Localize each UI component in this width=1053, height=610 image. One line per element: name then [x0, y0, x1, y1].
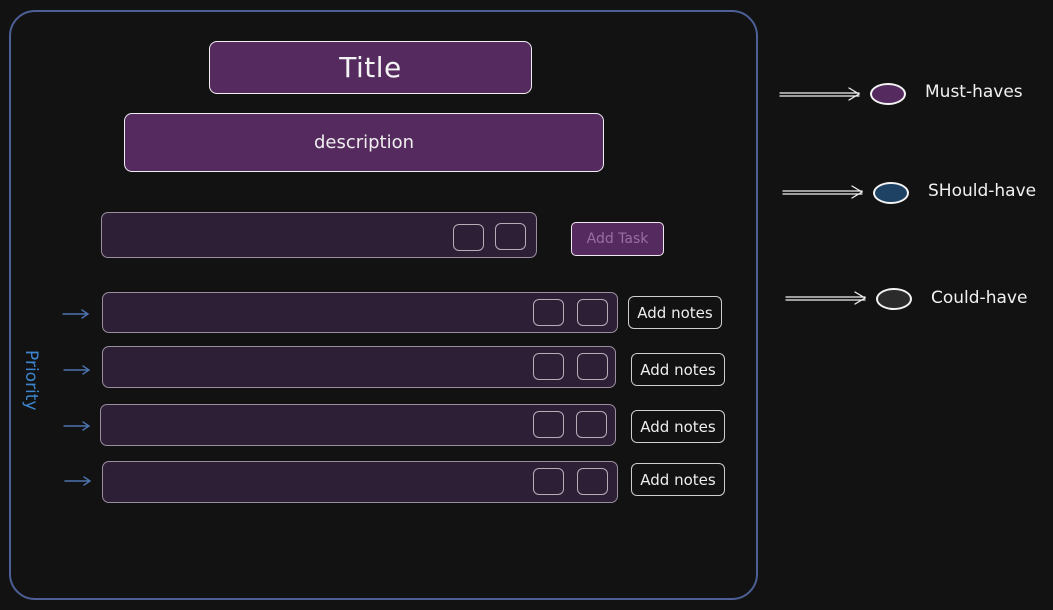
task-option-button-1[interactable] — [453, 224, 484, 251]
arrow-right-icon — [63, 421, 91, 431]
task-item-2-button-1[interactable] — [533, 353, 564, 380]
arrow-right-icon — [779, 87, 861, 101]
task-item-3-button-1[interactable] — [533, 411, 564, 438]
legend-must-haves-label: Must-haves — [925, 82, 1023, 102]
task-item-2[interactable] — [102, 346, 616, 388]
add-task-button[interactable]: Add Task — [571, 222, 664, 256]
add-notes-button-4[interactable]: Add notes — [631, 463, 725, 496]
task-item-1-button-1[interactable] — [533, 299, 564, 326]
add-notes-button-3[interactable]: Add notes — [631, 410, 725, 443]
task-item-3-button-2[interactable] — [576, 411, 607, 438]
arrow-right-icon — [62, 309, 90, 319]
add-notes-button-1[interactable]: Add notes — [628, 296, 722, 329]
new-task-input[interactable] — [101, 212, 537, 258]
could-have-color-dot — [876, 288, 912, 310]
arrow-right-icon — [785, 291, 867, 305]
arrow-right-icon — [64, 476, 92, 486]
task-item-1-button-2[interactable] — [577, 299, 608, 326]
legend-should-have-label: SHould-have — [928, 181, 1037, 201]
must-have-color-dot — [870, 83, 906, 105]
description-field[interactable]: description — [124, 113, 604, 172]
arrow-right-icon — [63, 365, 91, 375]
task-item-1[interactable] — [102, 292, 618, 333]
arrow-right-icon — [782, 185, 864, 199]
task-item-2-button-2[interactable] — [577, 353, 608, 380]
add-notes-button-2[interactable]: Add notes — [631, 353, 725, 386]
main-frame — [9, 10, 758, 600]
task-option-button-2[interactable] — [495, 223, 526, 250]
task-item-4-button-1[interactable] — [533, 468, 564, 495]
task-item-4-button-2[interactable] — [577, 468, 608, 495]
should-have-color-dot — [873, 182, 909, 204]
title-field[interactable]: Title — [209, 41, 532, 94]
legend-could-have-label: Could-have — [931, 288, 1028, 308]
task-item-3[interactable] — [100, 404, 616, 446]
priority-label: Priority — [21, 350, 41, 411]
task-item-4[interactable] — [102, 461, 618, 503]
